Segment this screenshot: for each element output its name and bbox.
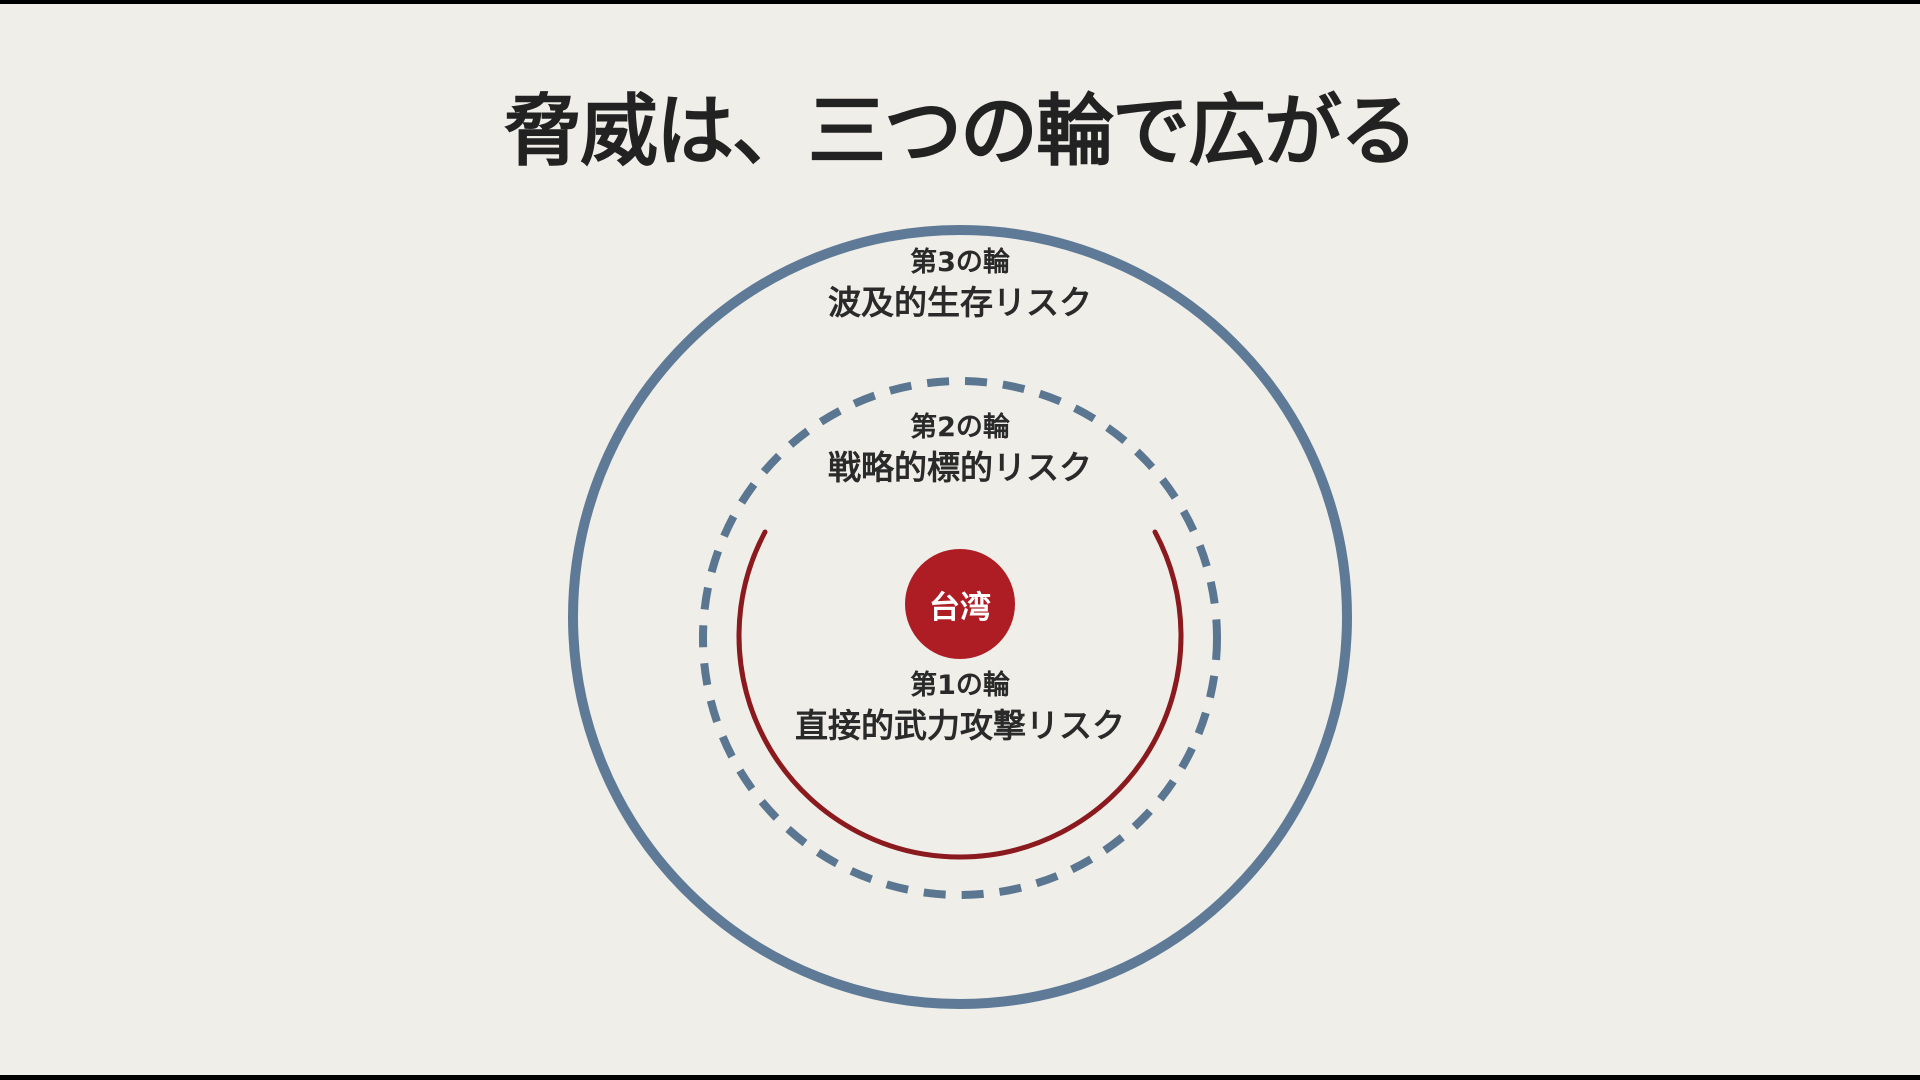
- slide: 脅威は、三つの輪で広がる: [0, 4, 1920, 1075]
- ring-3-circle: [568, 225, 1352, 1009]
- ring-2-number: 第2の輪: [910, 412, 1010, 443]
- ring-1-name: 直接的武力攻撃リスク: [795, 706, 1125, 745]
- ring-3-name: 波及的生存リスク: [828, 283, 1092, 322]
- slide-title: 脅威は、三つの輪で広がる: [503, 87, 1418, 177]
- taiwan-center-dot: 台湾: [905, 549, 1015, 659]
- ring-1-arc: [736, 529, 1184, 860]
- ring-3-number: 第3の輪: [910, 247, 1010, 278]
- center-label: 台湾: [929, 589, 991, 626]
- ring-1-number: 第1の輪: [910, 670, 1010, 701]
- ring-2-name: 戦略的標的リスク: [828, 448, 1092, 487]
- ring-1-label: 第1の輪 直接的武力攻撃リスク: [660, 668, 1260, 748]
- ring-3-label: 第3の輪 波及的生存リスク: [660, 245, 1260, 325]
- ring-2-label: 第2の輪 戦略的標的リスク: [660, 410, 1260, 490]
- ring-2-dashed-circle: [699, 377, 1221, 899]
